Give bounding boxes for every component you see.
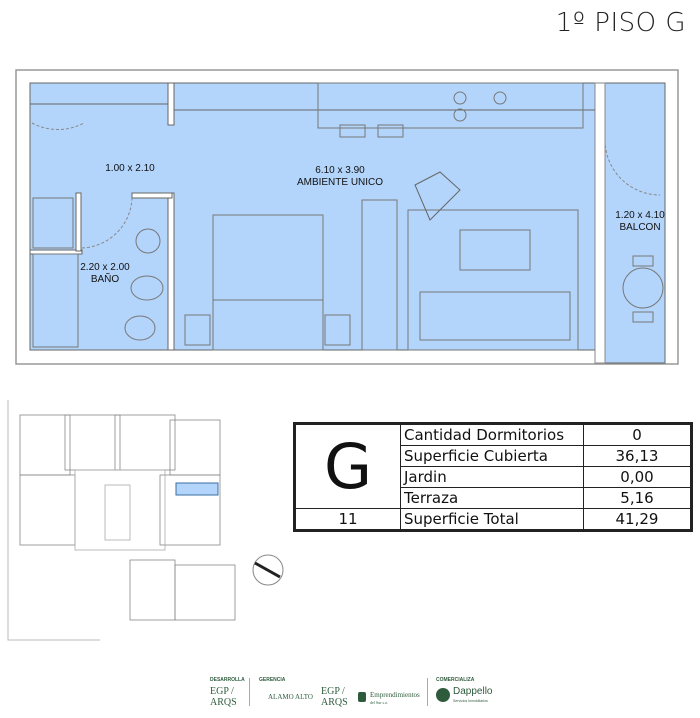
dappello-logo: Dappello	[453, 686, 493, 697]
row-value: 0,00	[583, 466, 692, 488]
egp-text: EGP /	[210, 686, 234, 697]
room-balcon-name: BALCON	[619, 222, 661, 233]
room-bano-dims: 2.20 x 2.00	[80, 262, 130, 273]
row-label: Superficie Cubierta	[400, 445, 584, 467]
arqs-text: ARQS	[210, 697, 237, 708]
dappello-icon	[436, 688, 450, 702]
room-ambiente-name: AMBIENTE UNICO	[296, 177, 384, 188]
room-ambiente-dims: 6.10 x 3.90	[315, 165, 365, 176]
egp-logo-2: EGP /ARQS	[321, 686, 348, 708]
row-value: 5,16	[583, 487, 692, 509]
row-label: Terraza	[400, 487, 584, 509]
row-value: 41,29	[583, 508, 692, 531]
emprendimientos-text: Emprendimientos	[370, 691, 420, 699]
egp-logo: EGP /ARQS	[210, 686, 237, 708]
row-value: 36,13	[583, 445, 692, 467]
desarrolla-label: DESARROLLA	[210, 677, 245, 683]
egp-text: EGP /	[321, 686, 345, 697]
emprendimientos-icon	[358, 692, 366, 702]
arqs-text: ARQS	[321, 697, 348, 708]
page-title: 1º PISO G	[555, 8, 686, 38]
gerencia-label: GERENCIA	[259, 677, 286, 683]
room-balcon-dims: 1.20 x 4.10	[615, 210, 665, 221]
row-label: Superficie Total	[400, 508, 584, 531]
unit-number: 11	[294, 508, 401, 531]
row-label: Cantidad Dormitorios	[400, 423, 584, 446]
compass-icon	[252, 554, 284, 586]
row-label: Jardin	[400, 466, 584, 488]
floor-plan	[15, 69, 679, 365]
site-key-plan	[7, 400, 284, 641]
divider	[249, 678, 250, 706]
dappello-sub: Servicios Inmobiliarios	[453, 699, 488, 703]
comercializa-label: COMERCIALIZA	[436, 677, 475, 683]
alamo-alto-logo: ALAMO ALTO	[268, 693, 313, 701]
unit-letter: G	[294, 423, 401, 509]
highlighted-unit	[175, 482, 219, 496]
divider	[427, 678, 428, 706]
room-closet-dims: 1.00 x 2.10	[105, 163, 155, 174]
emprendimientos-sub: del Sur s.a.	[370, 700, 388, 705]
room-bano-name: BAÑO	[90, 274, 120, 285]
row-value: 0	[583, 423, 692, 446]
